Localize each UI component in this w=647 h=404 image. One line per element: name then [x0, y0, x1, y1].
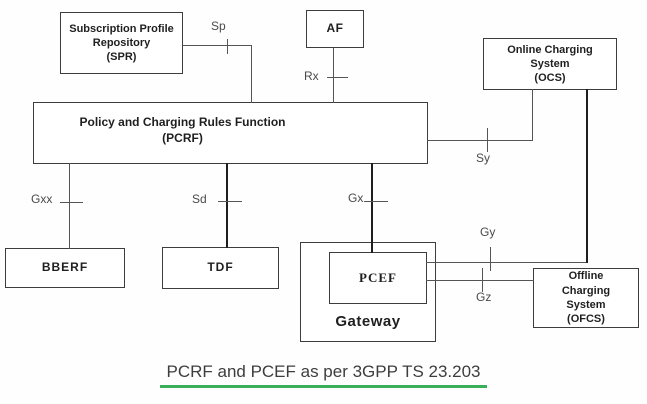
gy-tick	[490, 247, 491, 271]
af-box: AF	[306, 10, 364, 48]
sp-interface-label: Sp	[211, 19, 226, 33]
pcrf-label-line: (PCRF)	[162, 131, 203, 145]
sd-tick	[218, 201, 242, 202]
spr-label-line: (SPR)	[106, 51, 137, 64]
gx-interface-label: Gx	[348, 191, 364, 205]
pcrf-label: Policy and Charging Rules Function (PCRF…	[79, 115, 381, 150]
sy-interface-label: Sy	[476, 151, 491, 165]
pcrf-box: Policy and Charging Rules Function (PCRF…	[33, 102, 428, 164]
tdf-label: TDF	[207, 260, 234, 275]
tdf-box: TDF	[162, 247, 279, 289]
sd-interface-label: Sd	[192, 192, 207, 206]
sd-connector-vertical	[226, 163, 228, 248]
sp-tick	[227, 39, 228, 54]
pcrf-label-line: Policy and Charging Rules Function	[79, 115, 286, 130]
ocs-label-line: (OCS)	[534, 72, 566, 85]
gz-connector-horizontal	[426, 280, 534, 281]
ocs-box: Online Charging System (OCS)	[483, 38, 617, 90]
rx-tick	[327, 77, 348, 78]
caption-text: PCRF and PCEF as per 3GPP TS 23.203	[160, 361, 487, 388]
ofcs-label-line: Offline	[568, 270, 604, 283]
pcef-box: PCEF	[329, 252, 427, 304]
rx-interface-label: Rx	[304, 69, 319, 83]
gz-tick	[482, 268, 483, 292]
spr-box: Subscription Profile Repository (SPR)	[60, 12, 183, 74]
spr-label-line: Subscription Profile	[69, 22, 174, 35]
gxx-tick	[60, 202, 83, 203]
bberf-box: BBERF	[5, 248, 125, 288]
ofcs-label-line: Charging	[561, 284, 611, 297]
sy-connector-vertical	[532, 89, 533, 141]
gx-connector-vertical	[371, 163, 373, 253]
af-label: AF	[326, 21, 344, 36]
pcef-label: PCEF	[359, 269, 397, 285]
ocs-label-line: Online Charging	[507, 43, 593, 56]
sy-connector-horizontal	[427, 140, 533, 141]
sp-connector-horizontal	[183, 45, 252, 46]
gxx-connector-vertical	[69, 163, 70, 249]
ocs-label-line: System	[530, 57, 570, 70]
spr-label-line: Repository	[92, 36, 151, 49]
gy-interface-label: Gy	[480, 225, 496, 239]
gateway-label: Gateway	[335, 313, 401, 330]
gy-connector-vertical	[586, 89, 588, 263]
bberf-label: BBERF	[41, 260, 89, 275]
gy-connector-horizontal	[426, 262, 588, 263]
ofcs-label-line: (OFCS)	[567, 313, 605, 326]
sp-connector-vertical	[251, 45, 252, 103]
rx-connector-vertical	[333, 48, 334, 103]
gz-interface-label: Gz	[476, 290, 492, 304]
gxx-interface-label: Gxx	[31, 192, 53, 206]
sy-tick	[487, 128, 488, 152]
caption-row: PCRF and PCEF as per 3GPP TS 23.203	[0, 361, 647, 388]
ofcs-label-line: System	[566, 299, 606, 311]
ofcs-box: Offline Charging System (OFCS)	[533, 268, 639, 328]
gx-tick	[364, 201, 388, 202]
